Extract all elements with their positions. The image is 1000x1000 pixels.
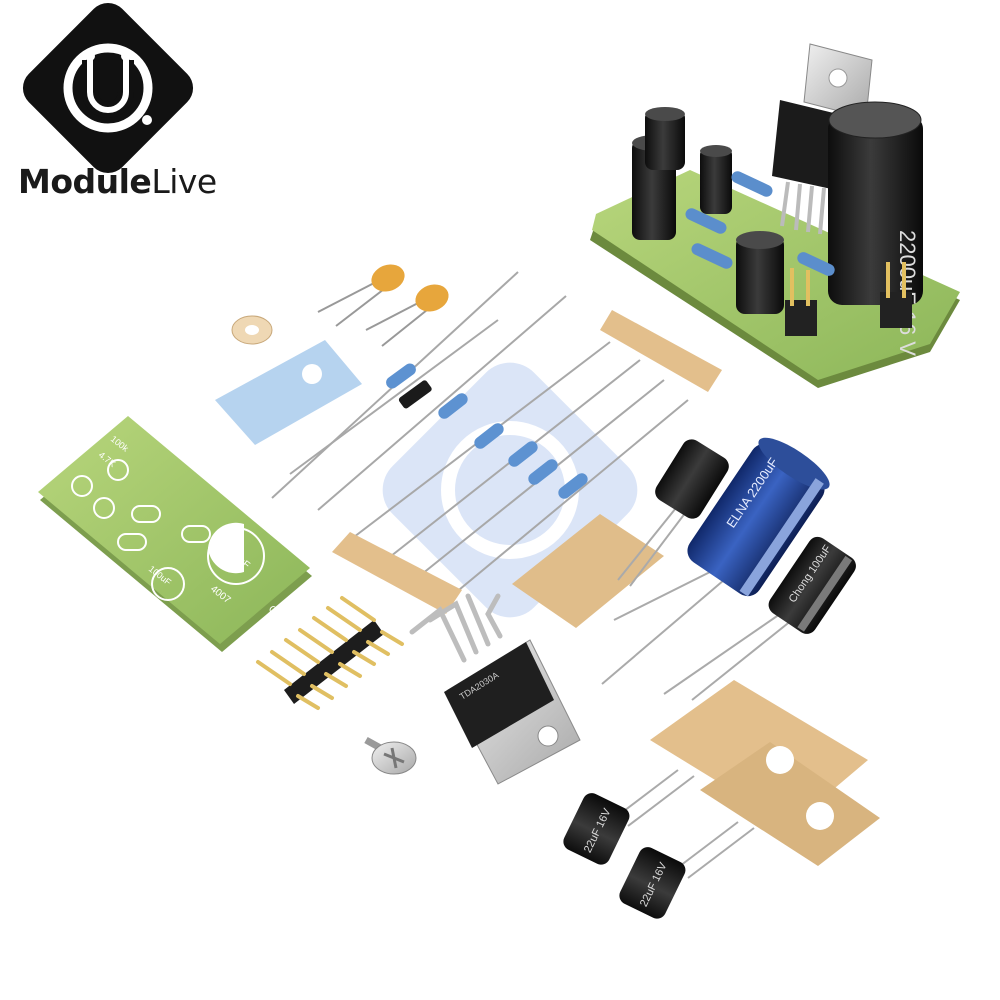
small-black-capacitor: [617, 439, 729, 587]
assembled-amplifier-board: 2200uF 16 V: [590, 43, 960, 388]
pin-header: [256, 596, 404, 710]
screw: [364, 736, 417, 775]
brand-name: ModuleLive: [18, 162, 217, 201]
blue-electrolytic-capacitor: ELNA 2200uF: [601, 437, 830, 685]
tda2030-chip: TDA2030A: [409, 593, 581, 785]
small-22uf-capacitor-1: 22uF 16V: [563, 769, 695, 865]
component-tape: [332, 310, 880, 866]
insulator-washer: [231, 315, 273, 345]
ceramic-capacitors: [317, 264, 449, 347]
small-22uf-capacitor-2: 22uF 16V: [619, 821, 755, 919]
brand-name-bold: Module: [18, 162, 152, 201]
brand-logo: [22, 2, 194, 174]
brand-name-light: Live: [151, 162, 217, 201]
thermal-pad: [215, 340, 362, 445]
bare-pcb: 2200uF OUT 4007 100k 4.7K 100uF: [38, 416, 312, 652]
pcb-label: OUT: [266, 604, 289, 626]
